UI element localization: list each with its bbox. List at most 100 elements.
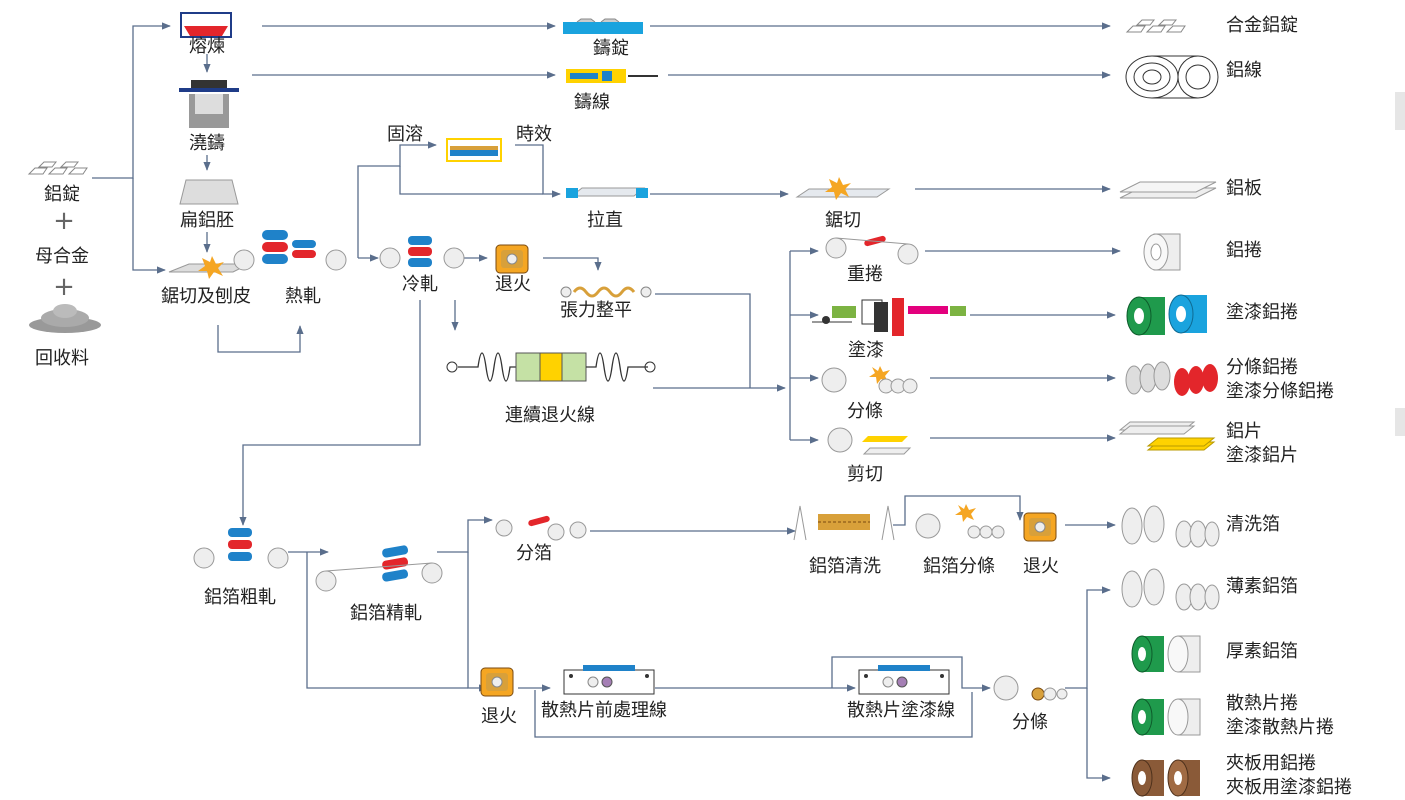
product-clad: 夾板用鋁捲 夾板用塗漆鋁捲 [1226, 752, 1352, 800]
step-rewind: 重捲 [847, 264, 883, 285]
step-fin-pretreat: 散熱片前處理線 [541, 700, 667, 721]
fin-anneal-icon [480, 667, 514, 697]
product-sheet-line1: 鋁片 [1226, 421, 1262, 442]
foil-slitter-icon [914, 502, 1006, 546]
step-saw-peel: 鋸切及刨皮 [161, 286, 251, 307]
fin-coil-icon [1130, 697, 1210, 737]
input-ingot: 鋁錠 [44, 184, 80, 205]
foil-anneal-icon [1023, 512, 1057, 542]
input-recycle: 回收料 [35, 348, 89, 369]
product-coated-coil: 塗漆鋁捲 [1226, 302, 1298, 323]
step-coat: 塗漆 [848, 340, 884, 361]
step-aging: 時效 [516, 124, 552, 145]
furnace-icon [180, 12, 232, 38]
product-sheet-line2: 塗漆鋁片 [1226, 445, 1298, 466]
annealing-furnace-icon [495, 244, 529, 274]
casting-machine-icon [173, 80, 245, 130]
oven-icon [446, 138, 502, 162]
rolling-mill-icon [230, 224, 350, 274]
step-slit: 分條 [847, 401, 883, 422]
edge-mark [1395, 408, 1405, 436]
step-solution: 固溶 [387, 124, 423, 145]
edge-mark [1395, 92, 1405, 130]
scrap-pile-icon [28, 303, 103, 333]
step-fin-slit: 分條 [1012, 712, 1048, 733]
product-thick-foil: 厚素鋁箔 [1226, 641, 1298, 662]
step-foil-fine: 鋁箔精軋 [350, 603, 422, 624]
step-ingot-cast: 鑄錠 [593, 38, 629, 59]
step-shear: 剪切 [847, 464, 883, 485]
tension-leveler-icon [560, 282, 652, 300]
thick-foil-coil-icon [1130, 634, 1210, 674]
continuous-anneal-icon [446, 337, 656, 397]
clad-coil-icon [1130, 758, 1210, 798]
product-wire: 鋁線 [1226, 60, 1262, 81]
rewinder-icon [824, 234, 919, 266]
step-foil-slit: 鋁箔分條 [923, 556, 995, 577]
product-coil: 鋁捲 [1226, 240, 1262, 261]
product-clad-line1: 夾板用鋁捲 [1226, 753, 1316, 774]
step-fin-anneal: 退火 [481, 706, 517, 727]
step-wire-cast: 鑄線 [574, 92, 610, 113]
product-thin-foil: 薄素鋁箔 [1226, 576, 1298, 597]
ingot-stack-icon [25, 158, 97, 176]
coil-icon [1142, 232, 1188, 272]
step-stretch: 拉直 [587, 210, 623, 231]
product-fin-line2: 塗漆散熱片捲 [1226, 717, 1334, 738]
foil-mill-icon [312, 543, 452, 593]
foil-rough-mill-icon [192, 524, 290, 570]
step-continuous-anneal: 連續退火線 [505, 405, 595, 426]
step-hot-roll: 熱軋 [285, 286, 321, 307]
shear-icon [826, 424, 918, 458]
step-foil-rough: 鋁箔粗軋 [204, 587, 276, 608]
input-to-smelt [92, 22, 171, 179]
input-to-saw [132, 178, 166, 274]
step-smelt: 熔煉 [189, 36, 225, 57]
clean-foil-coil-icon [1120, 502, 1220, 550]
product-sheet: 鋁片 塗漆鋁片 [1226, 420, 1298, 468]
coated-coil-icon [1125, 293, 1215, 337]
stretcher-icon [566, 184, 651, 202]
product-slit-coil: 分條鋁捲 塗漆分條鋁捲 [1226, 356, 1334, 404]
input-alloy: 母合金 [35, 246, 89, 267]
slit-coil-icon [1122, 356, 1220, 400]
ingot-mold-icon [563, 18, 643, 36]
plate-stack-icon [1118, 178, 1218, 202]
fin-line-icon [563, 664, 655, 696]
thin-foil-coil-icon [1120, 565, 1220, 613]
foil-separator-icon [494, 514, 590, 542]
plus-sign: + [53, 272, 75, 302]
fin-coat-line-icon [858, 664, 950, 696]
product-clad-line2: 夾板用塗漆鋁捲 [1226, 777, 1352, 798]
saw-icon [795, 175, 895, 203]
product-alloy-ingot: 合金鋁錠 [1226, 15, 1298, 36]
step-anneal: 退火 [495, 274, 531, 295]
fin-slitter-icon [992, 672, 1068, 708]
wire-caster-icon [566, 67, 661, 85]
step-saw: 鋸切 [825, 210, 861, 231]
step-foil-split: 分箔 [516, 543, 552, 564]
step-slab: 扁鋁胚 [180, 210, 234, 231]
coating-line-icon [812, 292, 972, 340]
product-slit-coil-line1: 分條鋁捲 [1226, 357, 1298, 378]
sheet-stack-icon [1118, 420, 1216, 456]
cold-mill-icon [378, 232, 468, 272]
step-cold-roll: 冷軋 [402, 274, 438, 295]
product-clean-foil: 清洗箔 [1226, 514, 1280, 535]
step-foil-wash: 鋁箔清洗 [809, 556, 881, 577]
step-cast: 澆鑄 [189, 133, 225, 154]
product-fin: 散熱片捲 塗漆散熱片捲 [1226, 692, 1334, 740]
plus-sign: + [53, 206, 75, 236]
product-plate: 鋁板 [1226, 178, 1262, 199]
alloy-ingot-stack-icon [1125, 16, 1195, 34]
wire-coil-icon [1124, 54, 1220, 100]
product-fin-line1: 散熱片捲 [1226, 693, 1298, 714]
foil-washer-icon [790, 500, 895, 546]
step-fin-coat: 散熱片塗漆線 [847, 700, 955, 721]
step-foil-anneal: 退火 [1023, 556, 1059, 577]
slitter-icon [820, 364, 920, 398]
slab-icon [178, 176, 240, 206]
step-tension-level: 張力整平 [560, 300, 632, 321]
product-slit-coil-line2: 塗漆分條鋁捲 [1226, 381, 1334, 402]
